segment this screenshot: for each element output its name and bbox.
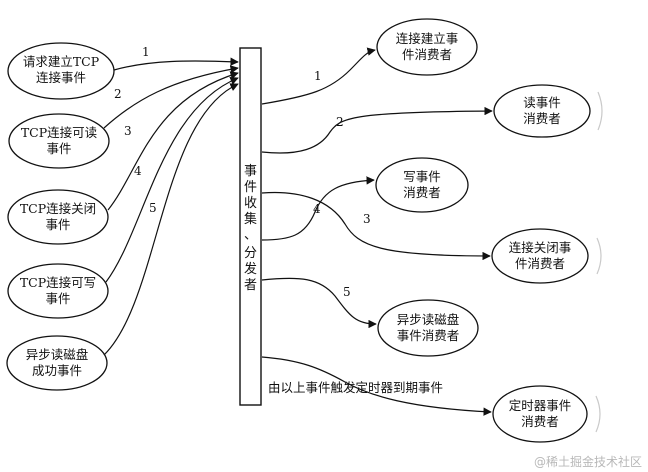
collector-char: 集 [244, 211, 257, 227]
consumer-label-line1: 连接建立事 [396, 31, 459, 46]
output-number-5: 5 [343, 285, 351, 299]
output-arrow-3 [261, 191, 491, 261]
source-label-line2: 事件 [45, 291, 70, 306]
source-node-tcp-writable: TCP连接可写 事件 [7, 263, 109, 319]
output-arrow-2 [261, 106, 493, 154]
source-label-line2: 成功事件 [32, 363, 82, 378]
consumer-node-connect-closed: 连接关闭事 件消费者 [491, 228, 589, 284]
source-node-tcp-readable: TCP连接可读 事件 [8, 113, 110, 169]
source-node-async-disk-read: 异步读磁盘 成功事件 [6, 335, 108, 391]
collector-char: 分 [244, 246, 257, 261]
output-number-2: 2 [336, 115, 344, 129]
consumer-node-timer: 定时器事件 消费者 [492, 385, 588, 443]
source-label-line1: 异步读磁盘 [26, 347, 89, 362]
consumer-node-write: 写事件 消费者 [375, 157, 469, 213]
collector-char: 件 [244, 180, 257, 195]
consumer-label-line2: 消费者 [403, 185, 441, 200]
output-number-4: 4 [313, 202, 321, 216]
consumer-label-line2: 事件消费者 [397, 328, 460, 343]
source-label-line1: TCP连接关闭 [20, 201, 96, 216]
timer-trigger-label: 由以上事件触发定时器到期事件 [268, 380, 443, 395]
consumer-label-line1: 连接关闭事 [509, 240, 572, 255]
input-number-3: 3 [124, 124, 132, 138]
consumer-label-line2: 件消费者 [515, 256, 565, 271]
collector-char: 、 [244, 228, 257, 243]
input-arrow-3 [107, 71, 239, 211]
collector-char: 收 [244, 196, 257, 211]
consumer-label-line2: 消费者 [523, 111, 561, 126]
consumer-label-line2: 消费者 [521, 414, 559, 429]
consumer-label-line1: 写事件 [403, 169, 441, 184]
consumer-node-connect-established: 连接建立事 件消费者 [376, 18, 478, 76]
consumer-node-async-disk-read: 异步读磁盘 事件消费者 [377, 299, 479, 357]
input-arrows [103, 57, 239, 356]
output-arrow-4 [261, 176, 375, 241]
source-label-line2: 连接事件 [36, 70, 86, 85]
input-arrow-2 [103, 65, 239, 129]
source-label-line2: 事件 [46, 141, 71, 156]
input-number-2: 2 [114, 87, 122, 101]
collector-char: 发 [244, 261, 257, 277]
event-collector-dispatcher-bar: 事 件 收 集 、 分 发 者 [239, 47, 262, 406]
input-arrow-1 [113, 57, 239, 71]
source-label-line1: 请求建立TCP [23, 54, 99, 69]
right-edge-marks [595, 91, 603, 433]
output-number-3: 3 [363, 212, 371, 226]
input-arrow-5 [103, 83, 239, 356]
source-label-line2: 事件 [45, 217, 70, 232]
input-number-1: 1 [142, 45, 150, 59]
consumer-label-line1: 读事件 [523, 95, 561, 110]
output-arrow-1 [261, 47, 376, 105]
output-arrows [261, 47, 493, 416]
consumer-label-line2: 件消费者 [402, 47, 452, 62]
source-node-tcp-close: TCP连接关闭 事件 [7, 189, 109, 245]
output-arrow-5 [261, 277, 377, 329]
consumer-node-read: 读事件 消费者 [493, 84, 591, 138]
consumer-label-line1: 异步读磁盘 [397, 312, 460, 327]
input-arrow-4 [105, 76, 239, 283]
source-label-line1: TCP连接可写 [20, 275, 96, 290]
input-number-5: 5 [149, 201, 157, 215]
watermark: @稀土掘金技术社区 [534, 454, 642, 469]
collector-char: 者 [244, 278, 257, 293]
input-number-4: 4 [134, 164, 142, 178]
collector-char: 事 [244, 164, 257, 179]
source-node-tcp-connect-request: 请求建立TCP 连接事件 [7, 42, 115, 100]
source-label-line1: TCP连接可读 [21, 125, 97, 140]
output-arrow-timer [261, 356, 492, 416]
output-number-1: 1 [314, 69, 322, 83]
consumer-label-line1: 定时器事件 [509, 398, 572, 413]
